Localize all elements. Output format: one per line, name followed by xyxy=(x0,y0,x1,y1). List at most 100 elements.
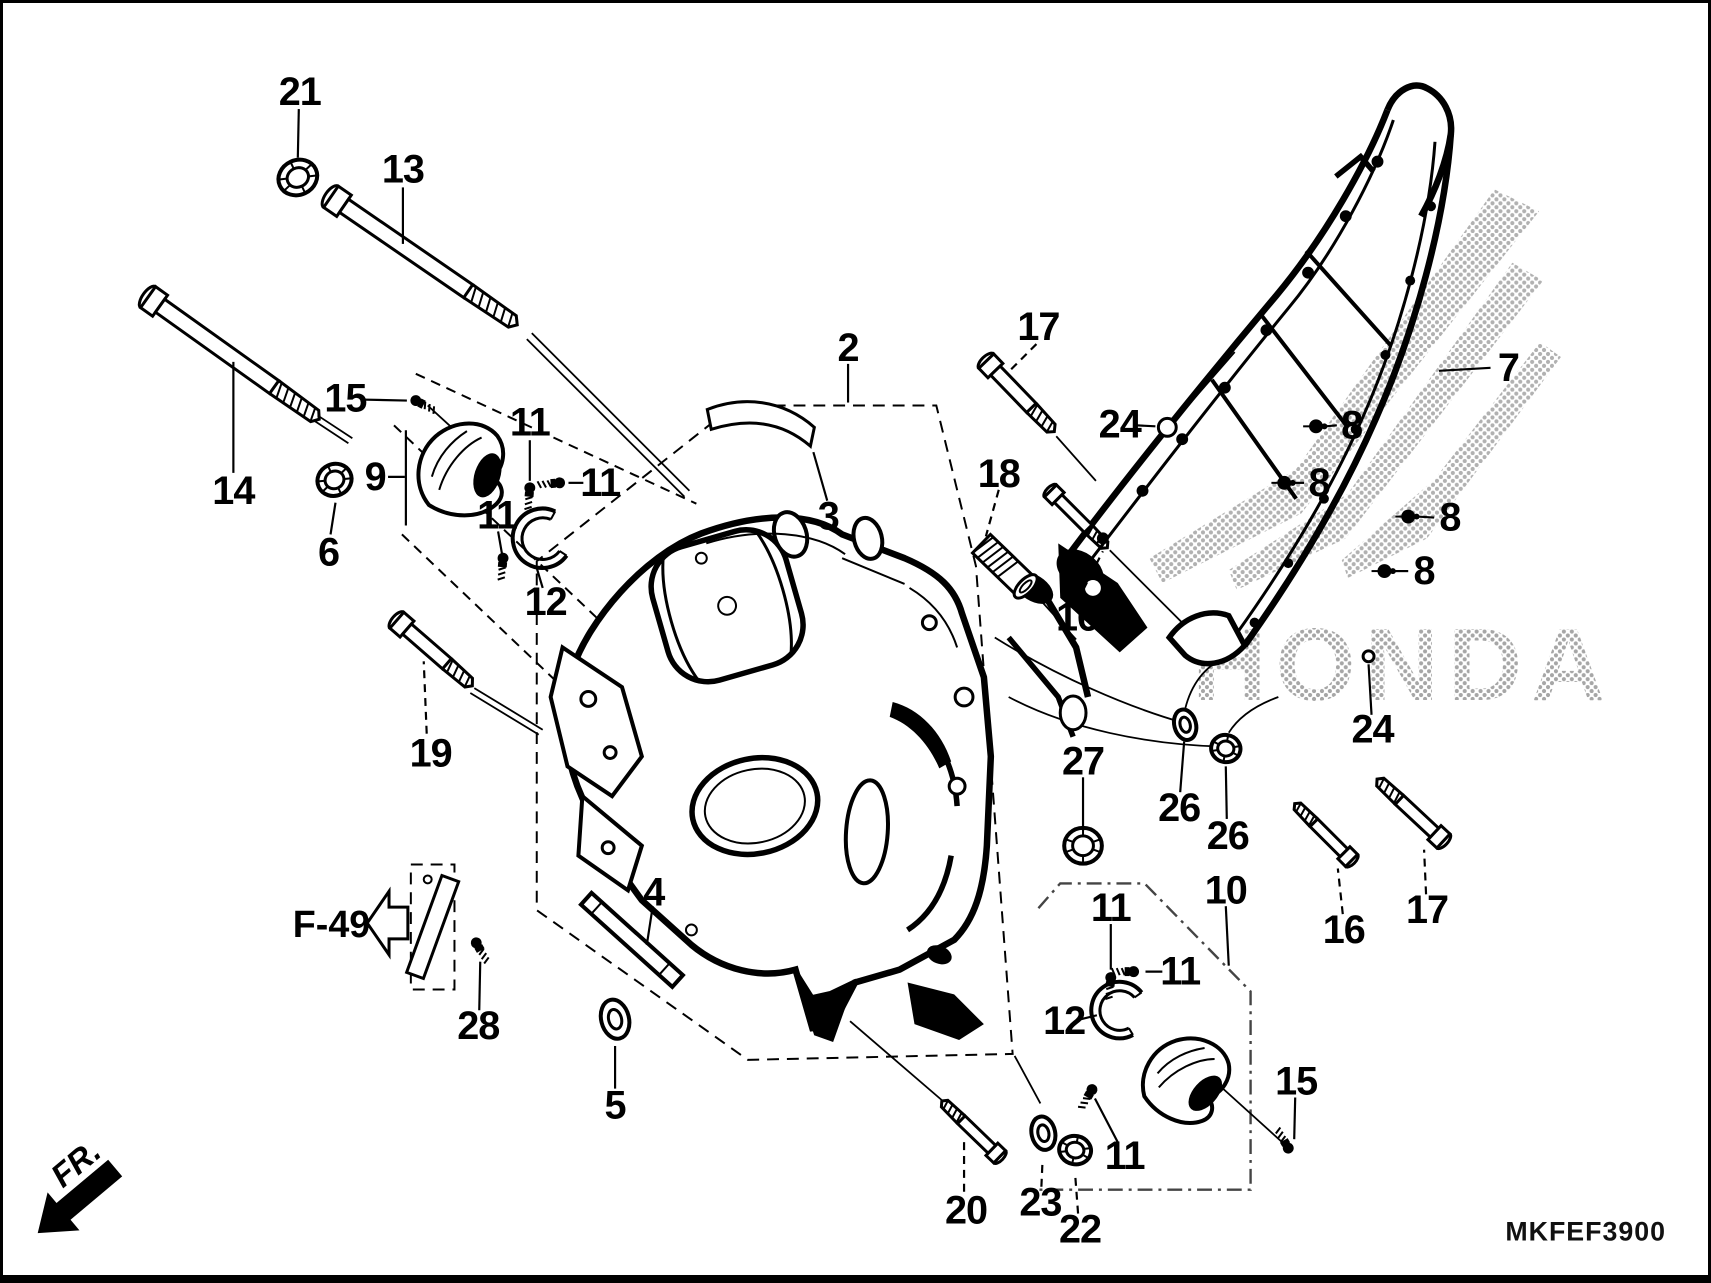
callout-10-24: 10 xyxy=(1205,868,1247,912)
screw-15-upper xyxy=(407,392,439,417)
washer-5 xyxy=(594,994,636,1044)
callout-23-38: 23 xyxy=(1019,1181,1061,1225)
leader-line-26-22 xyxy=(1179,741,1186,793)
nut-26 xyxy=(1207,731,1245,767)
main-frame-drawing xyxy=(407,402,991,1040)
section-reference: F-49 xyxy=(293,891,408,954)
leader-line-19-35 xyxy=(422,661,428,734)
leader-line-21-0 xyxy=(296,109,300,158)
screw-11-c xyxy=(536,475,567,492)
bolt-14 xyxy=(134,281,329,432)
leader-line-8-17 xyxy=(1325,424,1337,428)
callout-22-39: 22 xyxy=(1059,1207,1101,1251)
leader-line-15-32 xyxy=(1293,1097,1297,1140)
nut-21 xyxy=(273,153,323,201)
callout-15-2: 15 xyxy=(324,377,366,421)
callout-13-1: 13 xyxy=(382,148,424,192)
bolt-17-upper xyxy=(974,349,1064,441)
washer-24-upper xyxy=(1158,418,1176,436)
frame-assembly-boundary xyxy=(535,404,1014,1061)
diagram-part-code: MKFEF3900 xyxy=(1505,1216,1666,1246)
callout-27-27: 27 xyxy=(1062,739,1104,783)
leader-line-22-39 xyxy=(1074,1173,1080,1214)
fasteners xyxy=(134,153,1455,1169)
screw-11-e xyxy=(1110,965,1141,979)
callout-12-9: 12 xyxy=(525,580,567,624)
washer-23 xyxy=(1026,1112,1061,1154)
screw-11-f xyxy=(1075,1081,1101,1113)
callout-6-5: 6 xyxy=(318,530,339,574)
bolt-19 xyxy=(384,607,481,696)
leader-line-18-13 xyxy=(984,489,1000,537)
nut-22 xyxy=(1054,1131,1096,1169)
callout-28-36: 28 xyxy=(457,1004,499,1048)
rubber-mount-10 xyxy=(1131,1024,1242,1135)
callout-7-16: 7 xyxy=(1498,346,1519,390)
leader-line-7-16 xyxy=(1438,366,1491,372)
callout-labels: 2113159146111111122317182416788882426261… xyxy=(212,70,1520,1251)
leader-line-17-26 xyxy=(1422,849,1428,895)
leader-line-11-30 xyxy=(1093,1098,1119,1143)
ref-part-boundary xyxy=(409,863,456,991)
exploded-diagram-canvas: HONDA xyxy=(37,70,1666,1251)
front-arrow-icon xyxy=(37,1159,123,1234)
rear-subframe-drawing xyxy=(1056,86,1451,664)
callout-17-12: 17 xyxy=(1017,305,1059,349)
nut-6 xyxy=(310,456,359,504)
callout-4-33: 4 xyxy=(643,870,665,914)
leader-line-6-5 xyxy=(329,502,337,535)
wing-feather-1 xyxy=(1149,189,1540,583)
leader-line-4-33 xyxy=(645,906,654,946)
callout-8-19: 8 xyxy=(1439,496,1460,540)
screw-28 xyxy=(467,934,493,966)
leader-line-23-38 xyxy=(1040,1163,1044,1187)
wing-feather-3 xyxy=(1341,342,1561,579)
part-3-stay-plate xyxy=(707,402,814,446)
ref-link-part xyxy=(407,876,459,979)
callout-11-7: 11 xyxy=(477,494,517,538)
callout-8-20: 8 xyxy=(1414,549,1435,593)
callout-11-6: 11 xyxy=(510,400,550,444)
bolt-16-lower xyxy=(1287,796,1362,871)
assembly-boundaries xyxy=(409,404,1252,1191)
callout-15-32: 15 xyxy=(1275,1060,1317,1104)
callout-12-31: 12 xyxy=(1043,999,1085,1043)
leader-line-3-11 xyxy=(812,451,829,501)
callout-21-0: 21 xyxy=(279,70,321,114)
front-direction-marker: FR. xyxy=(37,1132,123,1234)
callout-9-3: 9 xyxy=(365,455,386,499)
screw-11-b xyxy=(494,551,510,582)
leader-line-8-19 xyxy=(1417,515,1435,519)
nut-27 xyxy=(1062,825,1104,866)
wing-feather-2 xyxy=(1228,262,1544,590)
leader-line-26-23 xyxy=(1224,766,1228,819)
leader-line-12-9 xyxy=(535,567,544,589)
bolt-13 xyxy=(317,181,527,337)
honda-watermark: HONDA xyxy=(1149,189,1606,722)
callout-26-23: 26 xyxy=(1207,814,1249,858)
leader-line-24-21 xyxy=(1367,664,1373,715)
bolt-8-d xyxy=(1370,563,1397,580)
screw-15-lower xyxy=(1271,1125,1297,1157)
callout-11-8: 11 xyxy=(580,461,620,505)
callout-8-18: 8 xyxy=(1308,461,1329,505)
section-ref-arrow xyxy=(367,891,408,954)
callout-8-17: 8 xyxy=(1341,403,1362,447)
section-ref-label: F-49 xyxy=(293,903,370,945)
collar-12-lower xyxy=(1083,973,1147,1044)
callout-20-37: 20 xyxy=(945,1189,987,1233)
callout-16-25: 16 xyxy=(1323,908,1365,952)
callout-26-22: 26 xyxy=(1158,786,1200,830)
bolt-17-lower xyxy=(1369,770,1455,853)
callout-18-13: 18 xyxy=(978,452,1020,496)
callout-14-4: 14 xyxy=(212,469,255,513)
leader-lines xyxy=(232,109,1491,1214)
bolt-20 xyxy=(934,1093,1010,1167)
callout-11-29: 11 xyxy=(1160,950,1200,994)
washer-24-lower xyxy=(1363,651,1374,662)
part-4-pipe xyxy=(581,893,683,987)
leader-line-16-15 xyxy=(1076,550,1104,603)
callout-17-26: 17 xyxy=(1406,888,1448,932)
steering-head xyxy=(641,520,813,692)
